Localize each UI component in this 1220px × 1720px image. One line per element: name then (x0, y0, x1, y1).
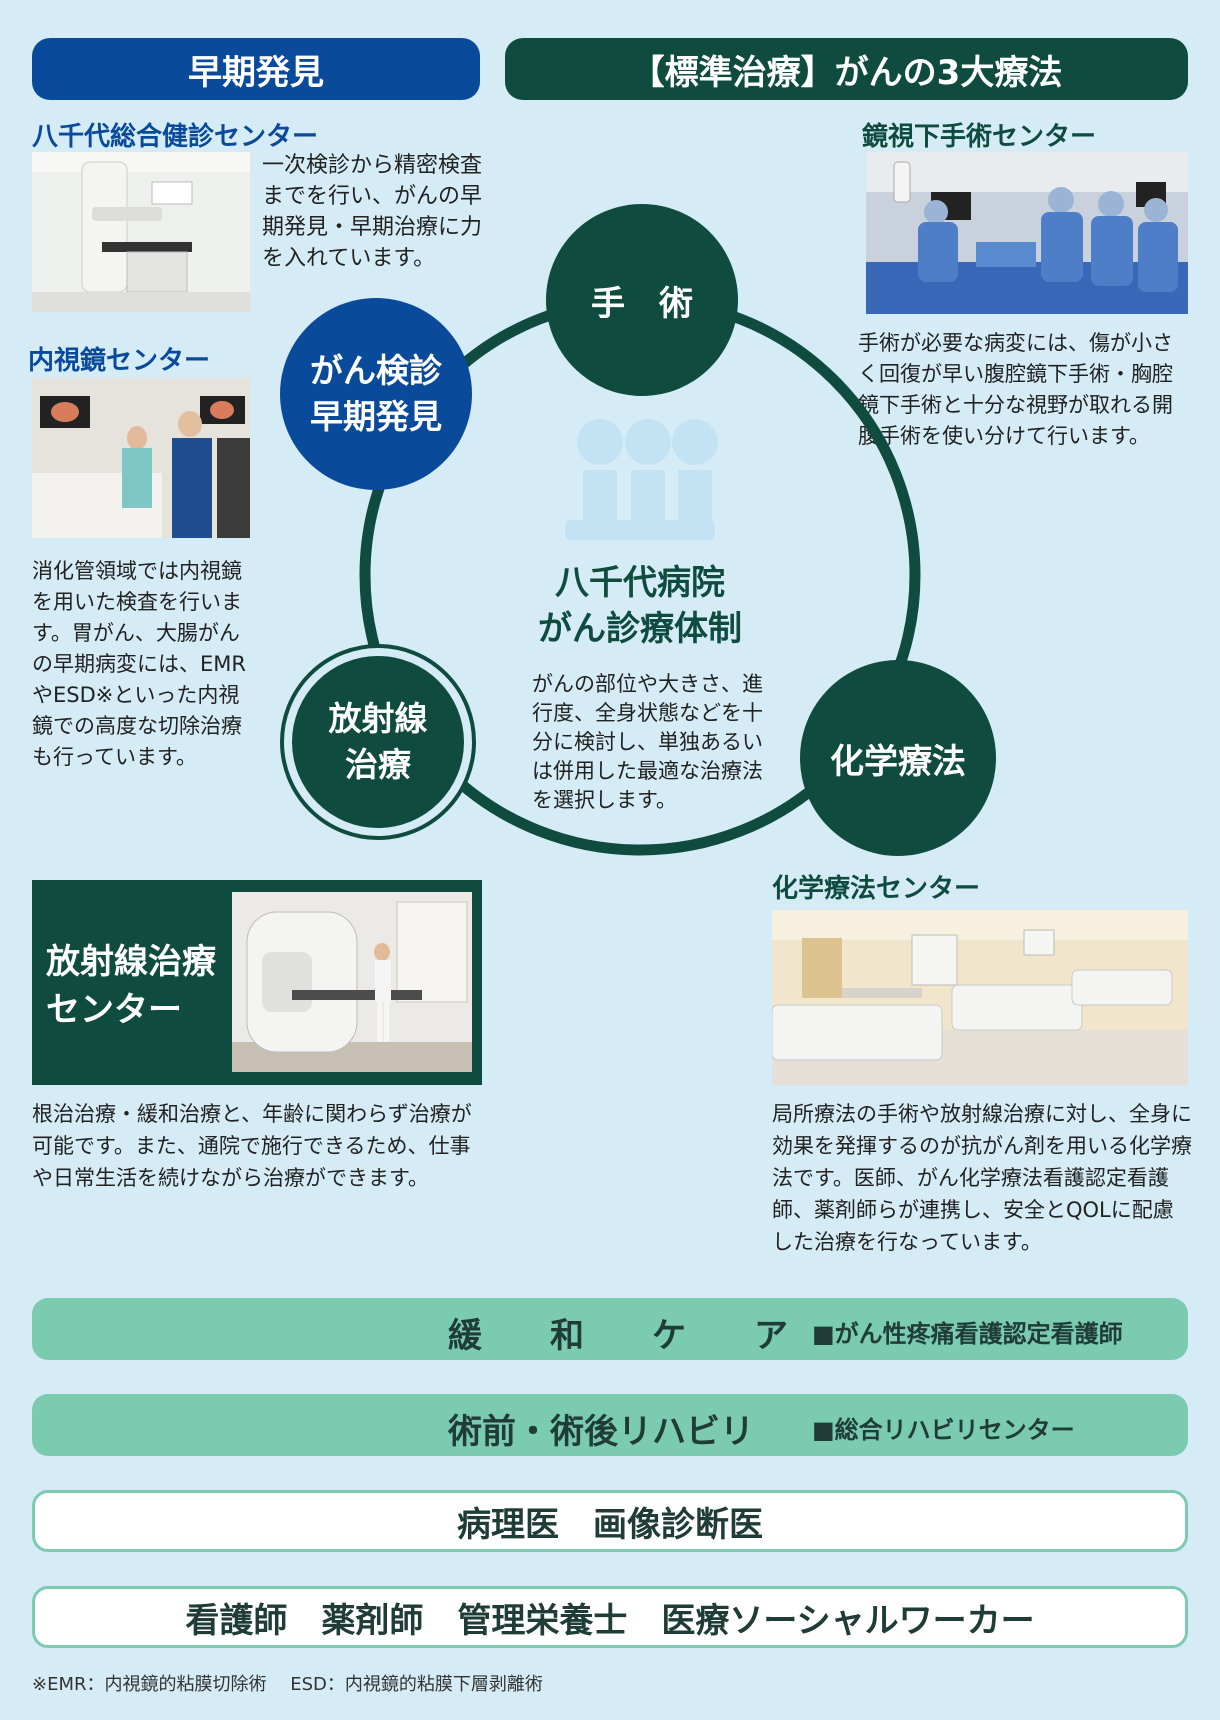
surgery-center-title: 鏡視下手術センター (862, 122, 1097, 152)
chemo-photo (772, 910, 1188, 1085)
rehab-sub: ■総合リハビリセンター (812, 1416, 1075, 1444)
radiation-center-box: 放射線治療 センター (32, 880, 482, 1085)
radiation-center-title: 放射線治療 センター (46, 942, 216, 1030)
surgery-center-text-content: 手術が必要な病変には、傷が小さく回復が早い腹腔鏡下手術・胸腔鏡下手術と十分な視野… (858, 331, 1173, 448)
early-detection-header-text: 早期発見 (188, 52, 324, 93)
radiation-node: 放射線 治療 (292, 656, 464, 828)
center-description: がんの部位や大きさ、進行度、全身状態などを十分に検討し、単独あるいは併用した最適… (532, 672, 763, 812)
hospital-logo-mark (565, 419, 718, 540)
rehab-label: 術前・術後リハビリ (448, 1412, 754, 1452)
pathology-bar: 病理医 画像診断医 (32, 1490, 1188, 1552)
chemo-node: 化学療法 (800, 660, 996, 856)
staff-label: 看護師 薬剤師 管理栄養士 医療ソーシャルワーカー (185, 1600, 1035, 1641)
kenshin-center-text: 一次検診から精密検査までを行い、がんの早期発見・早期治療に力を入れています。 (262, 153, 483, 271)
palliative-care-bar: 緩 和 ケ ア ■がん性疼痛看護認定看護師 (32, 1298, 1188, 1360)
endoscopy-center-title: 内視鏡センター (28, 346, 211, 376)
radiation-photo (232, 892, 472, 1072)
kenshin-center-title: 八千代総合健診センター (32, 122, 319, 152)
surgery-photo (866, 152, 1188, 314)
palliative-care-sub: ■がん性疼痛看護認定看護師 (812, 1320, 1123, 1348)
pathology-label: 病理医 画像診断医 (457, 1504, 763, 1545)
chemo-center-text: 局所療法の手術や放射線治療に対し、全身に効果を発揮するのが抗がん剤を用いる化学療… (772, 1102, 1192, 1254)
standard-treatment-header-text: 【標準治療】がんの3大療法 (630, 52, 1063, 93)
screening-node-label: がん検診 早期発見 (310, 351, 442, 436)
radiation-center-text: 根治治療・緩和治療と、年齢に関わらず治療が可能です。また、通院で施行できるため、… (32, 1102, 472, 1190)
surgery-node: 手 術 (546, 204, 738, 396)
mammography-photo (32, 152, 250, 312)
radiation-node-label: 放射線 治療 (328, 699, 428, 784)
endoscopy-photo (32, 378, 250, 538)
surgery-center-text: 手術が必要な病変には、傷が小さく回復が早い腹腔鏡下手術・胸腔鏡下手術と十分な視野… (858, 328, 1190, 452)
chemo-center-title: 化学療法センター (772, 874, 981, 904)
palliative-care-label: 緩 和 ケ ア (448, 1316, 788, 1356)
early-detection-header: 早期発見 (32, 38, 480, 100)
endoscopy-center-text: 消化管領域では内視鏡を用いた検査を行います。胃がん、大腸がんの早期病変には、EM… (32, 559, 246, 769)
footnote: ※EMR：内視鏡的粘膜切除術 ESD：内視鏡的粘膜下層剥離術 (32, 1674, 543, 1695)
rehab-bar: 術前・術後リハビリ ■総合リハビリセンター (32, 1394, 1188, 1456)
surgery-node-label: 手 術 (591, 283, 693, 324)
chemo-node-label: 化学療法 (830, 741, 966, 782)
center-title: 八千代病院 がん診療体制 (538, 563, 742, 649)
screening-node: がん検診 早期発見 (280, 298, 472, 490)
staff-bar: 看護師 薬剤師 管理栄養士 医療ソーシャルワーカー (32, 1586, 1188, 1648)
standard-treatment-header: 【標準治療】がんの3大療法 (505, 38, 1188, 100)
